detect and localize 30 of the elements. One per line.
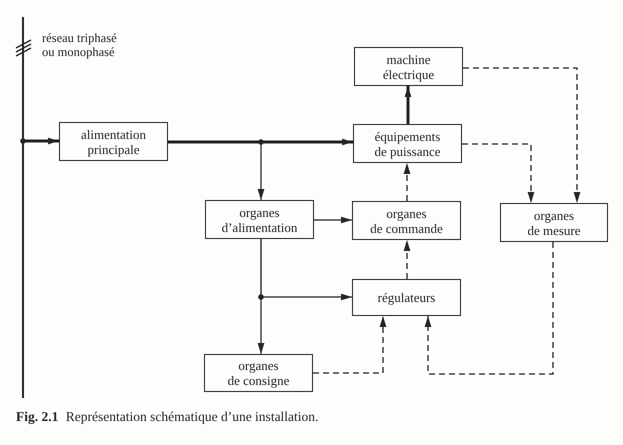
arrow bbox=[168, 138, 353, 146]
arrow bbox=[463, 67, 580, 203]
arrow bbox=[404, 163, 410, 201]
arrow bbox=[313, 316, 386, 374]
process-box bbox=[59, 122, 168, 161]
process-box bbox=[354, 47, 463, 86]
process-box bbox=[204, 354, 313, 392]
box-label: organes d’alimentation bbox=[222, 204, 298, 234]
process-box bbox=[352, 279, 461, 316]
arrow bbox=[24, 138, 59, 144]
supply-line bbox=[22, 17, 24, 398]
process-box bbox=[352, 201, 461, 240]
line-label: réseau triphasé ou monophasé bbox=[42, 31, 118, 59]
box-label: régulateurs bbox=[378, 290, 436, 305]
figure-caption: Fig. 2.1 Représentation schématique d’une installation. bbox=[16, 409, 318, 425]
arrow bbox=[462, 143, 534, 203]
box-label: organes de mesure bbox=[527, 208, 581, 238]
arrow bbox=[404, 86, 412, 124]
arrow bbox=[314, 216, 352, 224]
box-label: organes de commande bbox=[370, 206, 443, 236]
arrow bbox=[258, 239, 264, 354]
process-box bbox=[500, 203, 608, 242]
process-box bbox=[353, 124, 462, 163]
box-label: organes de consigne bbox=[228, 358, 290, 388]
box-label: alimentation principale bbox=[81, 126, 146, 156]
box-label: équipements de puissance bbox=[374, 128, 441, 158]
box-label: machine électrique bbox=[382, 52, 434, 82]
arrow bbox=[424, 242, 554, 375]
arrow bbox=[404, 240, 410, 279]
process-box bbox=[205, 200, 314, 239]
